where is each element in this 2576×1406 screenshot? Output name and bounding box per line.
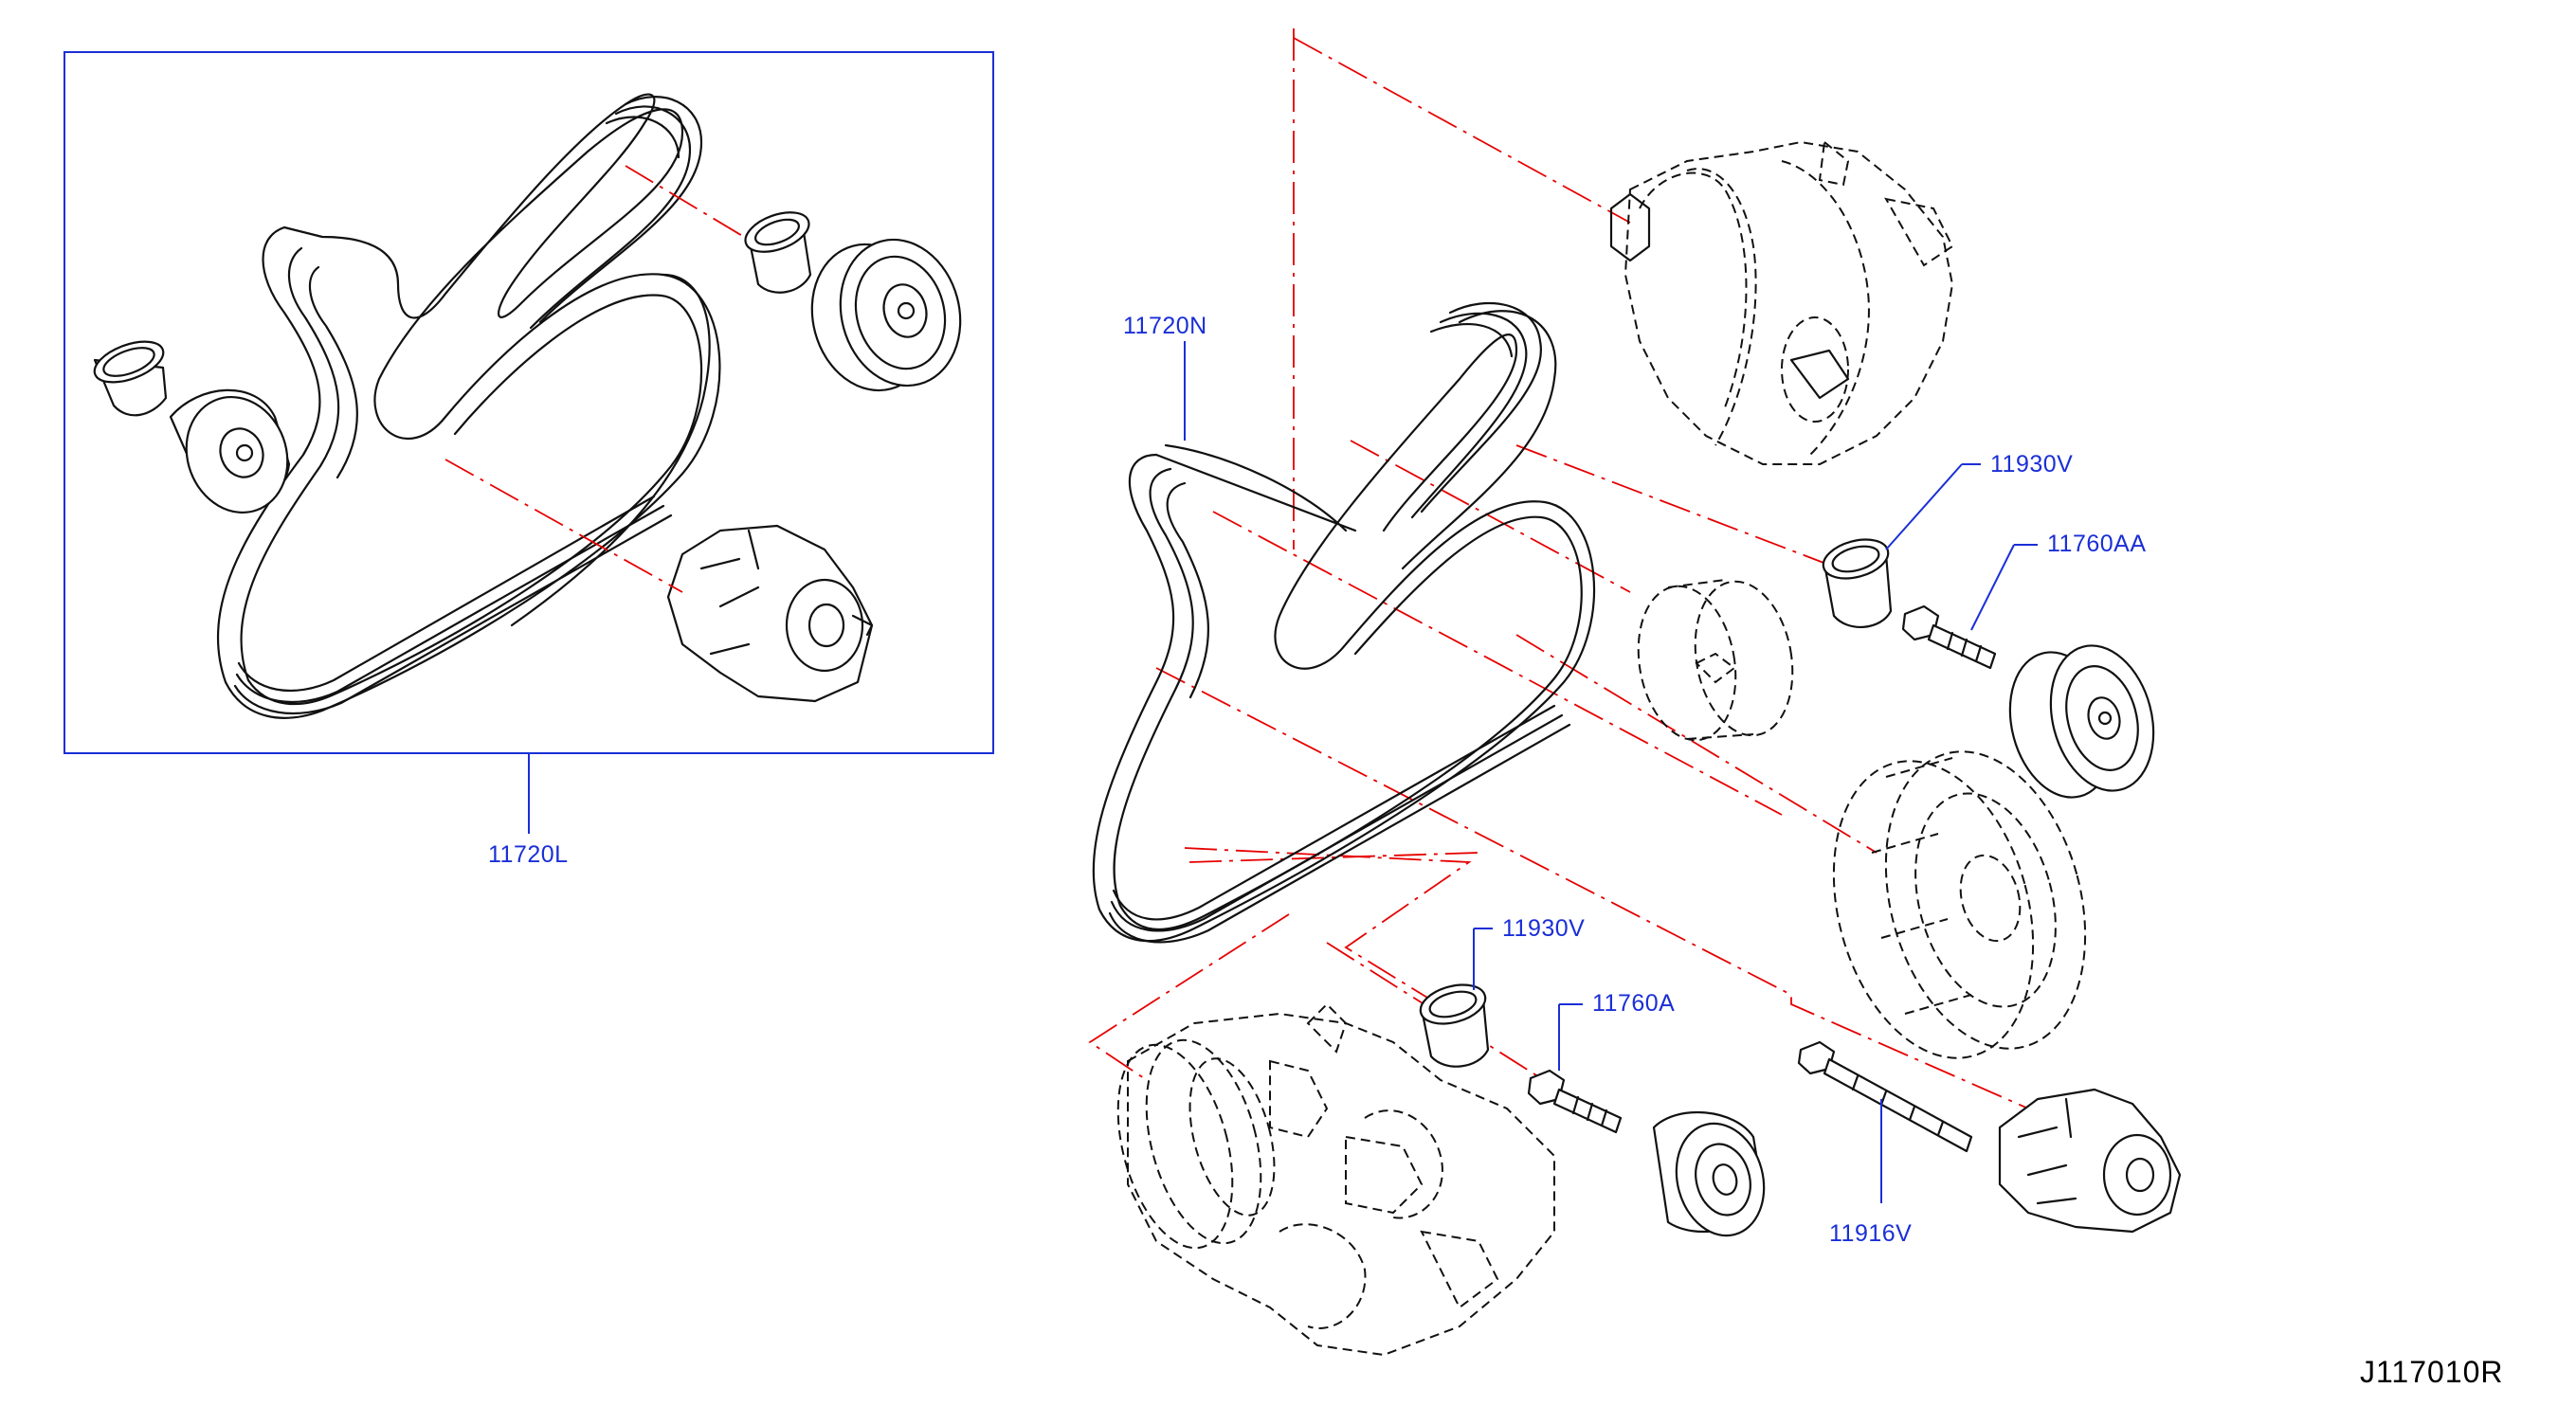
diagram-code: J117010R xyxy=(2360,1355,2504,1389)
part-label-belt[interactable]: 11720N xyxy=(1123,313,1207,339)
kit-centerline-lower xyxy=(444,459,683,593)
part-label-upper-idler-bolt[interactable]: 11760AA xyxy=(2047,531,2147,557)
part-label-upper-pulley-cap[interactable]: 11930V xyxy=(1990,451,2074,478)
crank-pulley xyxy=(1832,750,2087,1059)
kit-pulley-cap-left xyxy=(93,340,168,417)
belt-kit-group xyxy=(63,51,994,834)
upper-bolt-leader-line xyxy=(1970,544,2015,631)
upper-idler-bolt xyxy=(1901,604,1997,670)
lower-idler-pulley xyxy=(1652,1110,1766,1237)
part-label-lower-pulley-cap[interactable]: 11930V xyxy=(1502,915,1586,942)
alternator xyxy=(1609,140,1954,465)
lower-idler-bolt xyxy=(1527,1069,1623,1134)
tensioner-assembly xyxy=(1998,1088,2182,1234)
right-idler-pulley xyxy=(2008,644,2155,799)
ac-compressor xyxy=(1116,1002,1555,1357)
part-label-lower-idler-bolt[interactable]: 11760A xyxy=(1592,990,1676,1017)
kit-belt xyxy=(216,93,721,719)
part-label-tensioner-bolt[interactable]: 11916V xyxy=(1829,1220,1913,1247)
kit-tensioner xyxy=(666,524,874,703)
kit-centerline-upper xyxy=(625,165,745,238)
upper-cap-leader-line xyxy=(1885,463,1963,550)
lower-pulley-cap xyxy=(1419,983,1490,1068)
centerlines xyxy=(1088,28,2029,1124)
part-label-belt-kit[interactable]: 11720L xyxy=(488,841,569,868)
kit-idler-pulley-left xyxy=(169,388,291,514)
kit-pulley-cap-right xyxy=(744,211,812,294)
main-belt xyxy=(1092,301,1596,944)
tensioner-bolt xyxy=(1797,1040,1973,1153)
kit-idler-pulley-right xyxy=(810,238,962,392)
upper-pulley-cap xyxy=(1822,538,1893,629)
upper-idler-pulley xyxy=(1637,579,1794,742)
